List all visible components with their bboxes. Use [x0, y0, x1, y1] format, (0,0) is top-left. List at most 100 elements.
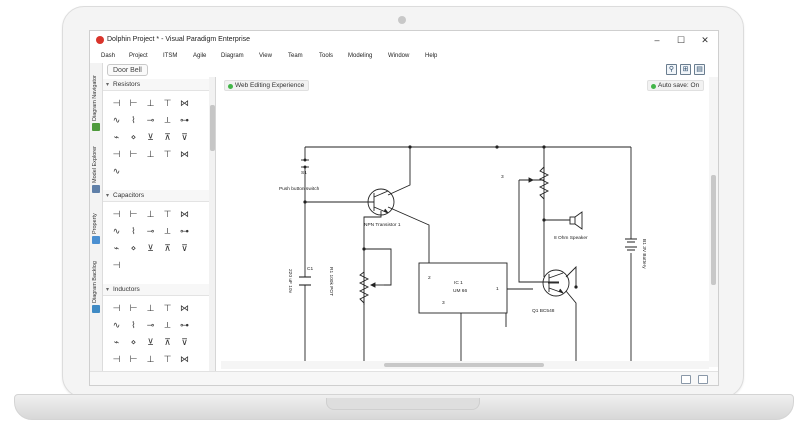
inductor-symbol[interactable]: ⋈	[180, 303, 189, 313]
menu-itsm[interactable]: ITSM	[163, 53, 178, 59]
canvas-vertical-scrollbar[interactable]	[709, 77, 718, 367]
menu-tools[interactable]: Tools	[319, 53, 334, 59]
resistor-symbol[interactable]: ⌁	[113, 132, 120, 142]
palette-section-capacitors[interactable]: ▾ Capacitors	[103, 190, 209, 202]
capacitor-symbol[interactable]: ⌁	[113, 243, 120, 253]
minimize-button[interactable]: –	[654, 35, 660, 45]
resistor-symbol[interactable]: ⋈	[180, 149, 189, 159]
inductor-symbol[interactable]: ⊽	[181, 337, 188, 347]
resistor-symbol[interactable]: ⊼	[164, 132, 171, 142]
inductor-symbol[interactable]: ⊶	[180, 320, 189, 330]
inductor-symbol[interactable]: ⊸	[146, 320, 155, 330]
layout-icon[interactable]: ⊞	[680, 64, 691, 75]
resistor-symbol[interactable]: ⊤	[163, 149, 172, 159]
palette-section-inductors[interactable]: ▾ Inductors	[103, 284, 209, 296]
resistor-symbol[interactable]: ⊥	[146, 98, 155, 108]
palette-section-resistors[interactable]: ▾ Resistors	[103, 79, 209, 91]
inductor-symbol[interactable]: ⊤	[163, 303, 172, 313]
vertical-scroll-thumb[interactable]	[711, 175, 716, 285]
capacitor-c1[interactable]	[299, 276, 311, 286]
menu-project[interactable]: Project	[129, 53, 148, 59]
document-icon[interactable]	[698, 375, 708, 384]
menu-dash[interactable]: Dash	[101, 53, 116, 59]
palette-scroll-thumb[interactable]	[210, 105, 215, 151]
transistor-q1[interactable]	[542, 269, 570, 297]
inductor-symbol[interactable]: ⊥	[146, 303, 155, 313]
resistor-symbol[interactable]: ⊥	[146, 149, 155, 159]
capacitor-symbol[interactable]: ⊣	[112, 209, 121, 219]
inductor-symbol[interactable]: ⊤	[163, 354, 172, 364]
resistor-symbol[interactable]: ⊸	[146, 115, 155, 125]
capacitor-symbol[interactable]: ⊥	[146, 209, 155, 219]
push-button-switch[interactable]	[301, 158, 309, 169]
palette-scrollbar[interactable]	[209, 77, 215, 371]
canvas-horizontal-scrollbar[interactable]	[221, 361, 709, 369]
potentiometer-r1[interactable]	[358, 271, 384, 304]
menu-view[interactable]: View	[259, 53, 272, 59]
resistor-symbol[interactable]: ∿	[112, 115, 121, 125]
inductor-symbol[interactable]: ⊼	[164, 337, 171, 347]
mail-icon[interactable]	[681, 375, 691, 384]
close-button[interactable]: ✕	[701, 35, 709, 45]
inductor-symbol[interactable]: ⊥	[146, 354, 155, 364]
resistor-symbol[interactable]: ⟂	[164, 115, 171, 125]
web-editing-badge[interactable]: Web Editing Experience	[224, 80, 310, 91]
inductor-symbol[interactable]: ∿	[112, 320, 121, 330]
inductor-symbol[interactable]: ⋄	[130, 337, 137, 347]
inductor-symbol[interactable]: ⌁	[113, 337, 120, 347]
resistor-symbol[interactable]: ∿	[112, 166, 121, 176]
capacitor-symbol[interactable]: ⊶	[180, 226, 189, 236]
capacitor-symbol[interactable]: ⊤	[163, 209, 172, 219]
diagram-canvas[interactable]: Web Editing Experience Auto save: On	[221, 77, 709, 367]
resistor-symbol[interactable]: ⊣	[112, 149, 121, 159]
menu-diagram[interactable]: Diagram	[221, 53, 244, 59]
resistor-symbol[interactable]: ⋄	[130, 132, 137, 142]
menu-window[interactable]: Window	[388, 53, 410, 59]
inductor-symbol[interactable]: ⊣	[112, 354, 121, 364]
panel-icon[interactable]: ▤	[694, 64, 705, 75]
resistor-symbol[interactable]: ⋈	[180, 98, 189, 108]
resistor-right[interactable]	[519, 166, 550, 200]
tab-diagram-backlog[interactable]: Diagram Backlog	[90, 251, 103, 317]
menu-modeling[interactable]: Modeling	[348, 53, 373, 59]
capacitor-symbol[interactable]: ⊸	[146, 226, 155, 236]
npn-transistor-1[interactable]	[367, 188, 395, 216]
ic-um66[interactable]	[418, 262, 508, 314]
inductor-symbol[interactable]: ⌇	[131, 320, 136, 330]
capacitor-symbol[interactable]: ⊽	[181, 243, 188, 253]
menu-team[interactable]: Team	[288, 53, 303, 59]
resistor-symbol[interactable]: ⊢	[129, 98, 138, 108]
capacitor-symbol[interactable]: ∿	[112, 226, 121, 236]
breadcrumb[interactable]: Door Bell	[107, 64, 148, 76]
resistor-symbol[interactable]: ⊻	[147, 132, 154, 142]
capacitor-symbol[interactable]: ⋄	[130, 243, 137, 253]
capacitor-symbol[interactable]: ⊼	[164, 243, 171, 253]
capacitor-symbol[interactable]: ⋈	[180, 209, 189, 219]
speaker[interactable]	[544, 211, 583, 230]
resistor-symbol[interactable]: ⌇	[131, 115, 136, 125]
inductor-symbol[interactable]: ⊻	[147, 337, 154, 347]
menu-help[interactable]: Help	[425, 53, 438, 59]
battery-b1[interactable]	[625, 238, 637, 251]
resistor-symbol[interactable]: ⊶	[180, 115, 189, 125]
inductor-symbol[interactable]: ⋈	[180, 354, 189, 364]
pin-icon[interactable]: ⚲	[666, 64, 677, 75]
tab-property[interactable]: Property	[90, 199, 103, 245]
inductor-symbol[interactable]: ⊣	[112, 303, 121, 313]
inductor-symbol[interactable]: ⊢	[129, 354, 138, 364]
capacitor-symbol[interactable]: ⟂	[164, 226, 171, 236]
capacitor-symbol[interactable]: ⊣	[112, 260, 121, 270]
resistor-symbol[interactable]: ⊢	[129, 149, 138, 159]
capacitor-symbol[interactable]: ⊻	[147, 243, 154, 253]
resistor-symbol[interactable]: ⊣	[112, 98, 121, 108]
menu-agile[interactable]: Agile	[193, 53, 207, 59]
resistor-symbol[interactable]: ⊽	[181, 132, 188, 142]
tab-diagram-navigator[interactable]: Diagram Navigator	[90, 67, 103, 131]
capacitor-symbol[interactable]: ⊢	[129, 209, 138, 219]
tab-model-explorer[interactable]: Model Explorer	[90, 133, 103, 195]
inductor-symbol[interactable]: ⊢	[129, 303, 138, 313]
resistor-symbol[interactable]: ⊤	[163, 98, 172, 108]
auto-save-badge[interactable]: Auto save: On	[647, 80, 705, 91]
horizontal-scroll-thumb[interactable]	[384, 363, 544, 367]
maximize-button[interactable]: ☐	[676, 35, 686, 45]
